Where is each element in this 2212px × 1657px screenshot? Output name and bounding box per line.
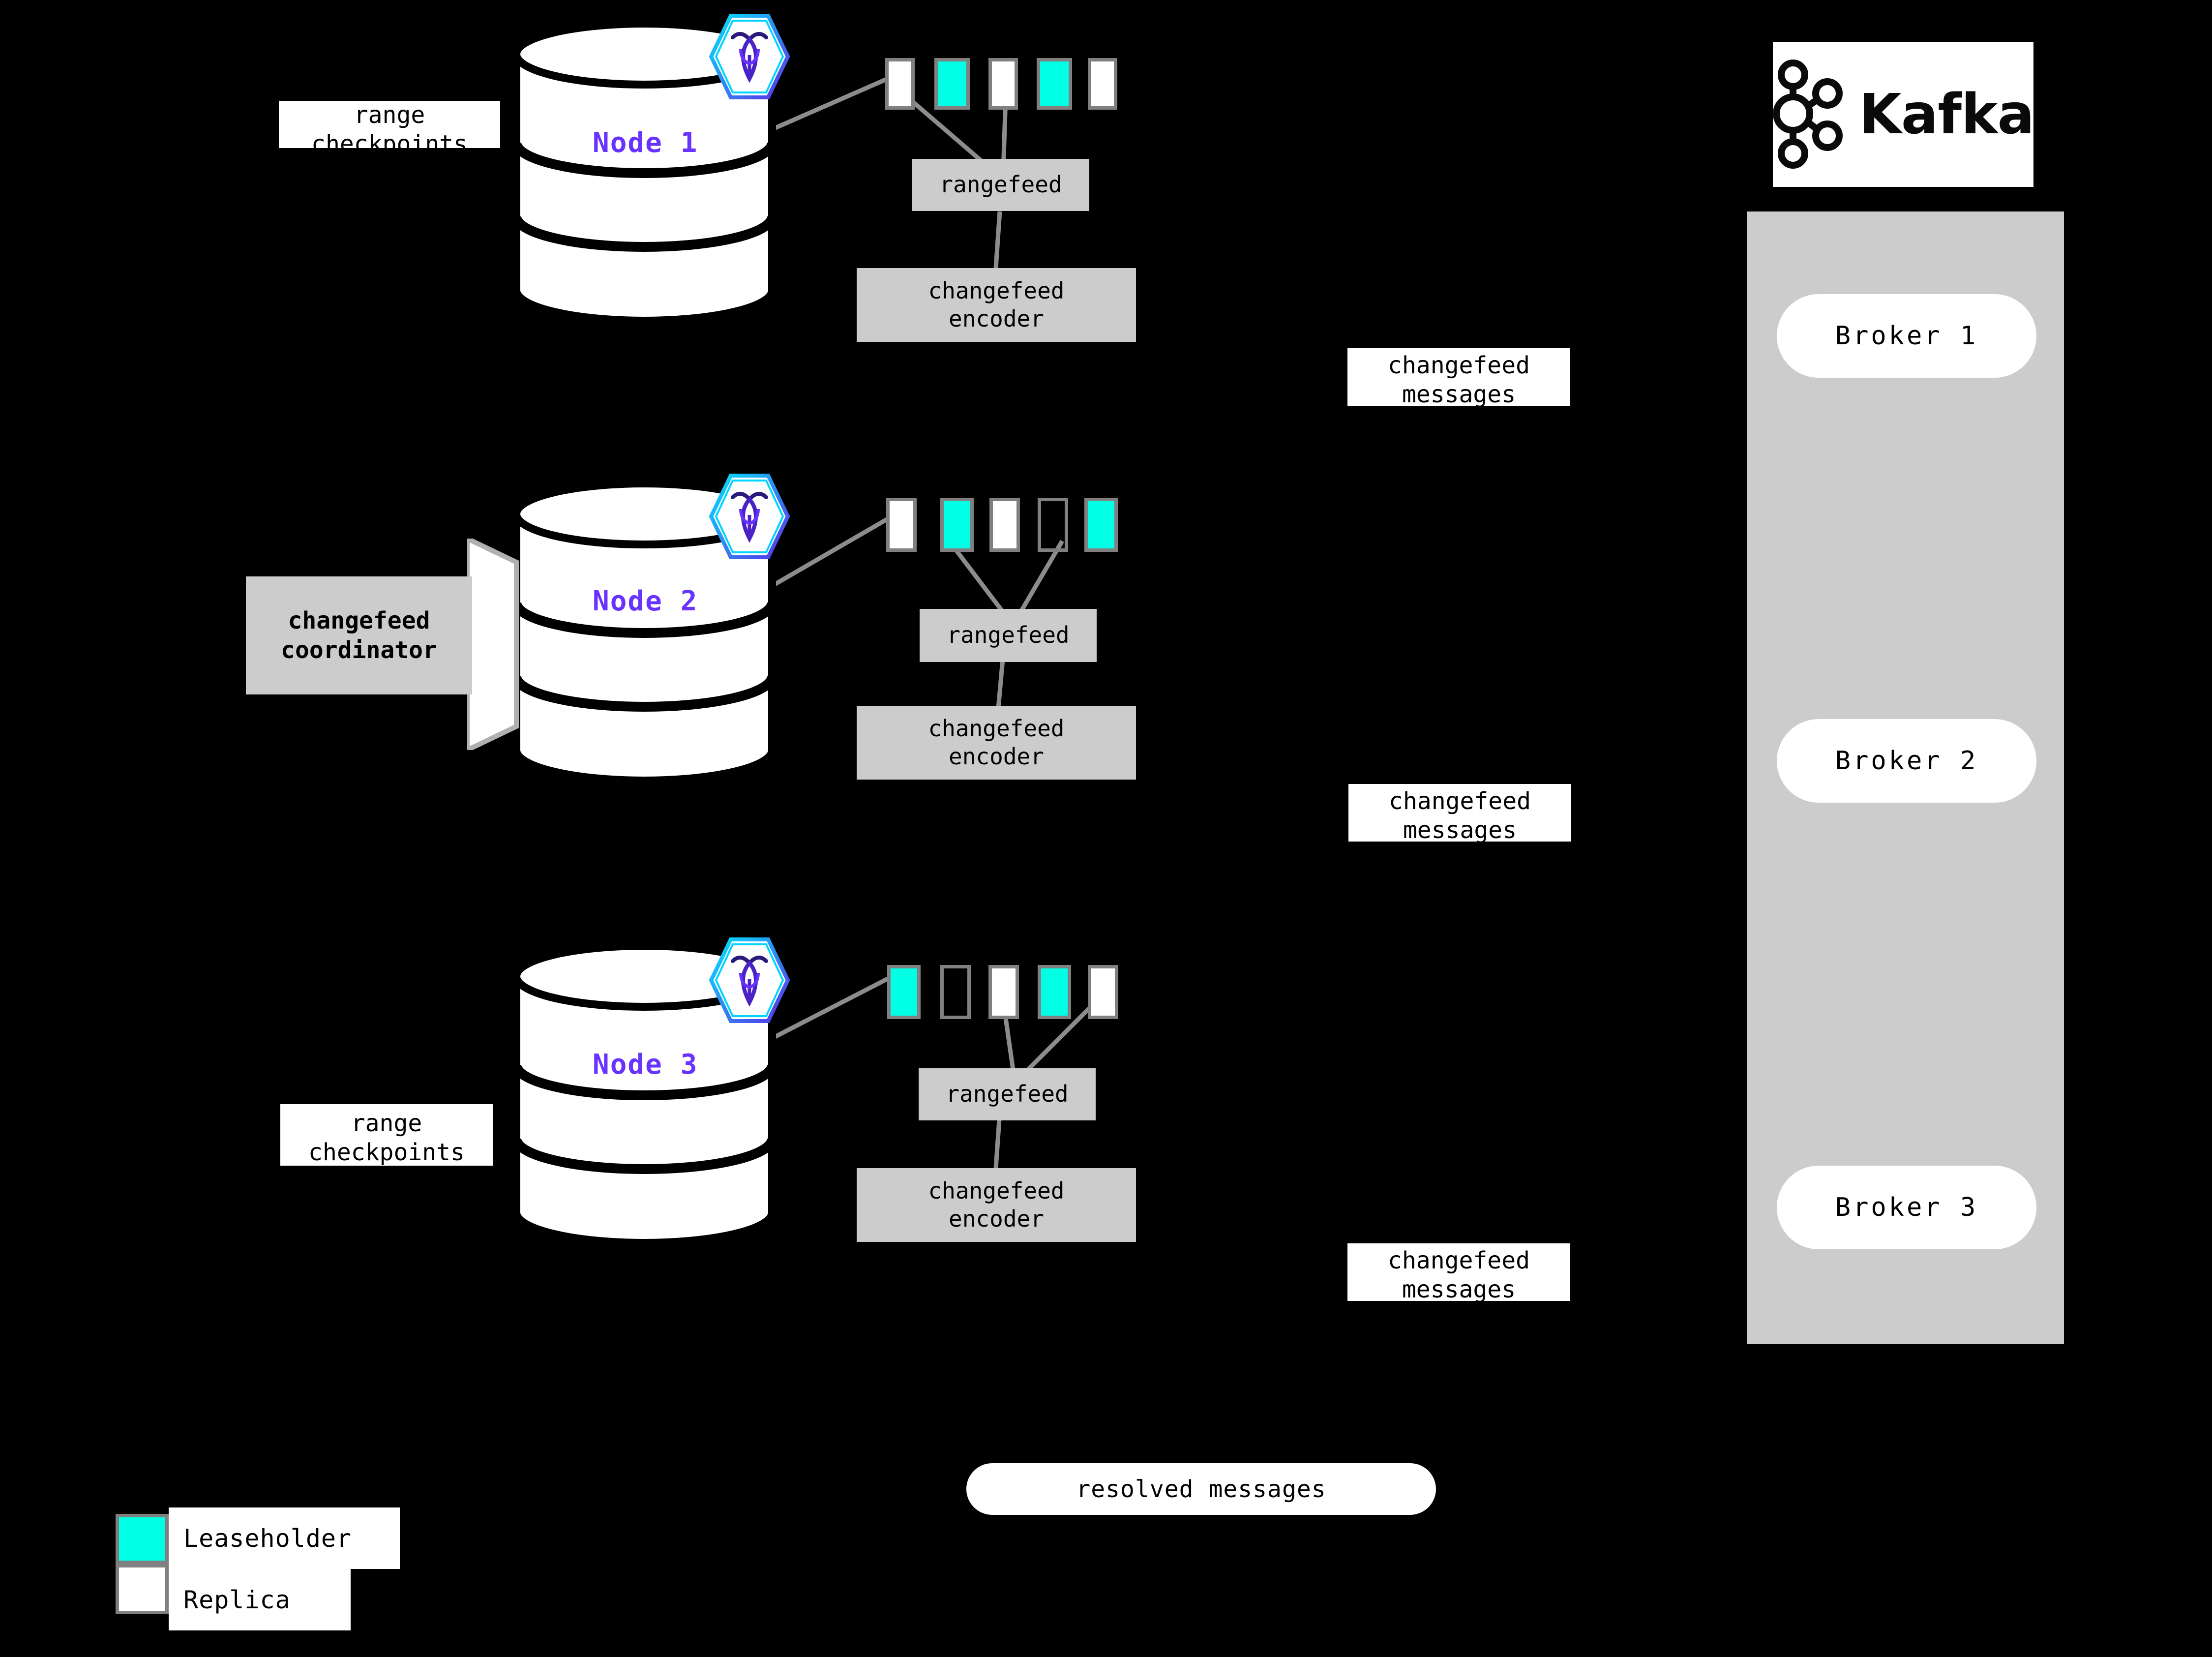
node-3-range-checkpoints: range checkpoints bbox=[280, 1104, 493, 1166]
legend-label-replica: Replica bbox=[169, 1569, 351, 1630]
node-1-label: Node 1 bbox=[593, 127, 698, 159]
cockroachdb-hexagon-icon bbox=[705, 470, 794, 563]
broker-3[interactable]: Broker 3 bbox=[1777, 1166, 2036, 1249]
range-box[interactable] bbox=[1088, 58, 1117, 110]
cockroachdb-hexagon-icon bbox=[705, 10, 794, 103]
node-1-rangefeed[interactable]: rangefeed bbox=[912, 159, 1089, 211]
range-box[interactable] bbox=[989, 498, 1020, 552]
node-2-coordinator-callout bbox=[465, 535, 546, 754]
range-box[interactable] bbox=[886, 498, 917, 552]
legend-swatch-replica bbox=[116, 1564, 169, 1614]
node-1-range-checkpoints-text: range checkpoints bbox=[311, 101, 468, 158]
node-2-changefeed-coordinator[interactable]: changefeed coordinator bbox=[246, 576, 472, 694]
changefeed-messages-3: changefeed messages bbox=[1347, 1243, 1570, 1303]
range-box[interactable] bbox=[1084, 498, 1118, 552]
legend-label-leaseholder: Leaseholder bbox=[169, 1507, 400, 1569]
range-box[interactable] bbox=[940, 965, 971, 1019]
range-box[interactable] bbox=[1038, 498, 1068, 552]
range-box[interactable] bbox=[988, 965, 1019, 1019]
node-1-range-checkpoints bbox=[279, 101, 500, 148]
range-box[interactable] bbox=[934, 58, 970, 110]
node-3-label: Node 3 bbox=[593, 1049, 698, 1081]
broker-2[interactable]: Broker 2 bbox=[1777, 719, 2036, 803]
resolved-messages-pill[interactable]: resolved messages bbox=[966, 1463, 1436, 1515]
kafka-logo-icon bbox=[1772, 57, 1846, 172]
changefeed-messages-2: changefeed messages bbox=[1348, 784, 1571, 844]
kafka-wordmark: Kafka bbox=[1858, 82, 2034, 147]
node-2-rangefeed[interactable]: rangefeed bbox=[920, 609, 1097, 662]
range-box[interactable] bbox=[940, 498, 974, 552]
node-2-label: Node 2 bbox=[593, 585, 698, 617]
node-3-changefeed-encoder[interactable]: changefeed encoder bbox=[857, 1168, 1136, 1242]
cockroachdb-hexagon-icon bbox=[705, 934, 794, 1027]
kafka-logo-card: Kafka bbox=[1772, 42, 2034, 187]
node-1-changefeed-encoder[interactable]: changefeed encoder bbox=[857, 268, 1136, 342]
range-box[interactable] bbox=[887, 965, 921, 1019]
node-1-cylinder bbox=[511, 20, 777, 325]
range-box[interactable] bbox=[1088, 965, 1118, 1019]
node-2-cylinder bbox=[511, 480, 777, 784]
broker-1[interactable]: Broker 1 bbox=[1777, 294, 2036, 378]
node-2-changefeed-encoder[interactable]: changefeed encoder bbox=[857, 706, 1136, 780]
changefeed-messages-1: changefeed messages bbox=[1347, 348, 1570, 408]
range-box[interactable] bbox=[885, 58, 915, 110]
range-box[interactable] bbox=[988, 58, 1018, 110]
legend-swatch-leaseholder bbox=[116, 1514, 169, 1564]
range-box[interactable] bbox=[1037, 58, 1072, 110]
node-3-cylinder bbox=[511, 942, 777, 1247]
range-box[interactable] bbox=[1038, 965, 1071, 1019]
node-3-rangefeed[interactable]: rangefeed bbox=[919, 1068, 1096, 1120]
